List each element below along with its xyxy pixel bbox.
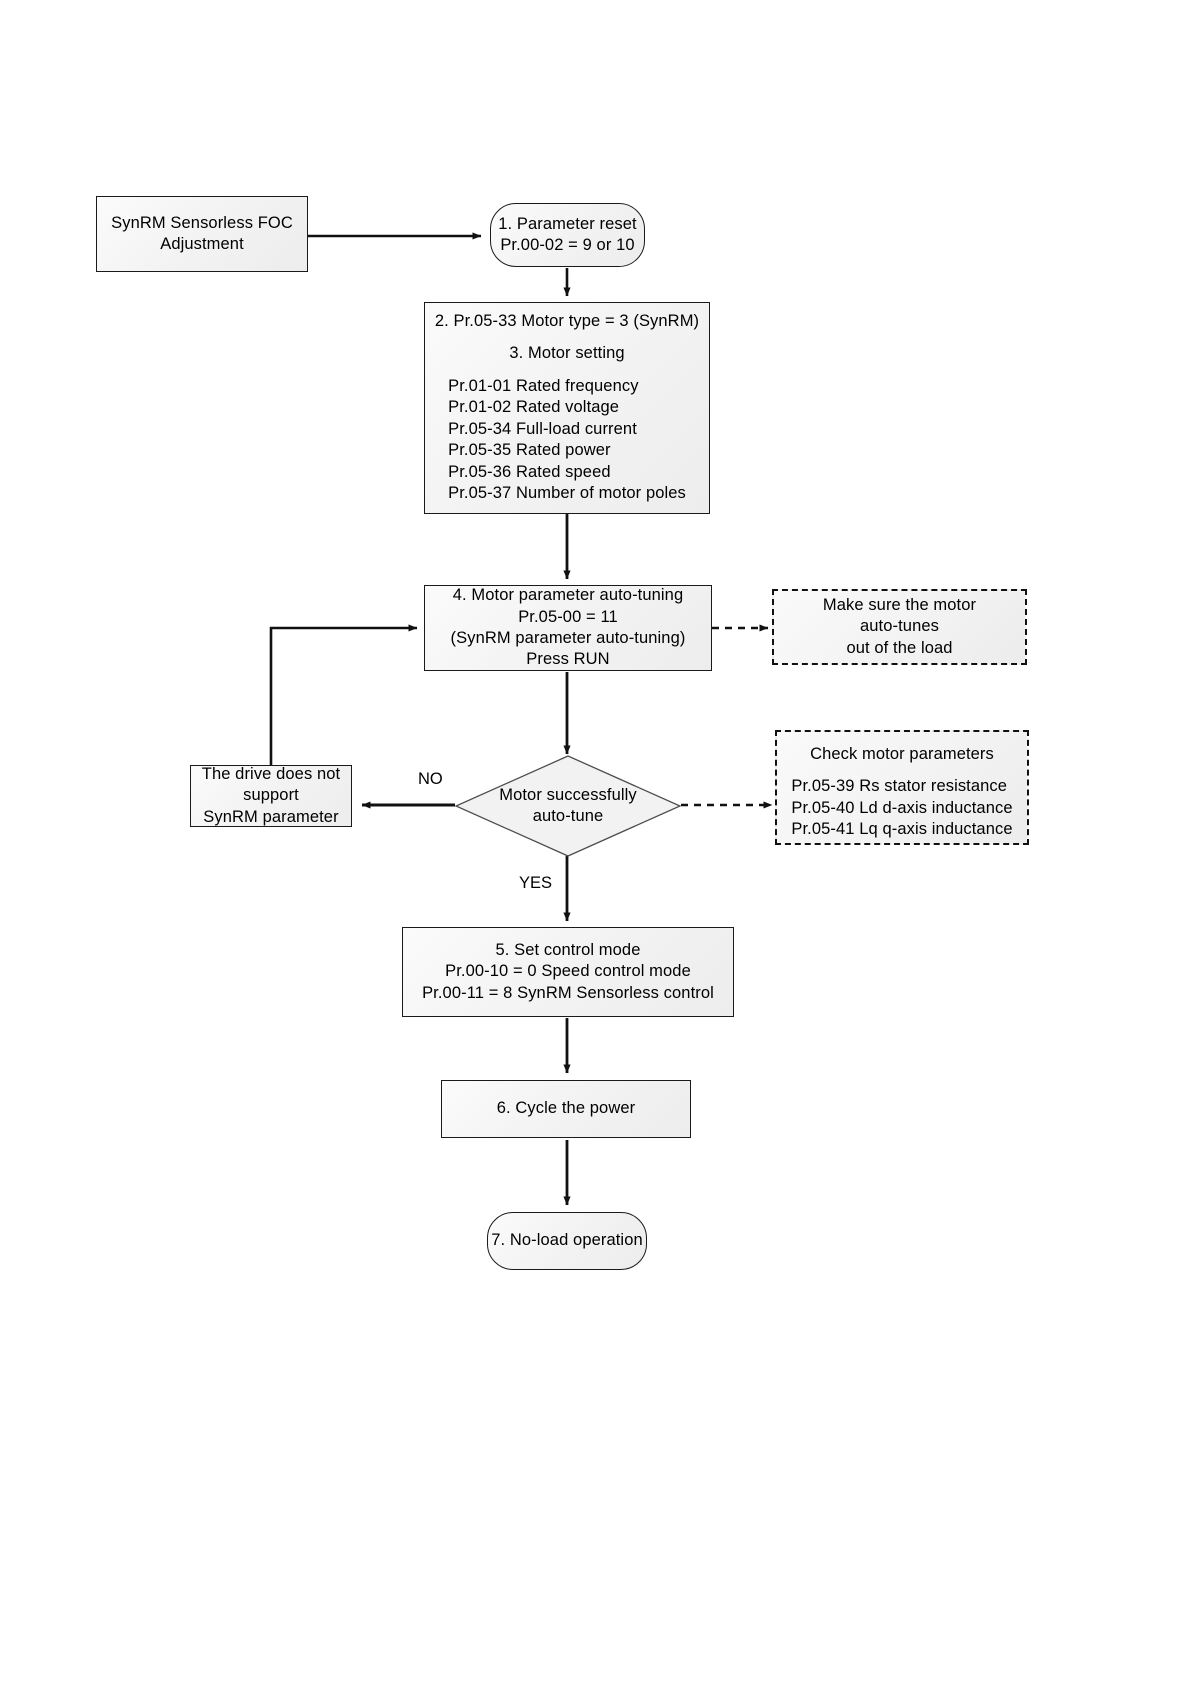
node-drive-not-support[interactable]: The drive does not support SynRM paramet…: [190, 765, 352, 827]
note-auto-tune-line-1: auto-tunes: [860, 617, 939, 636]
node-motor-setting-line-5: Pr.05-35 Rated power: [448, 441, 611, 460]
node-set-control-line-0: 5. Set control mode: [495, 940, 641, 959]
node-set-control-line-2: Pr.00-11 = 8 SynRM Sensorless control: [422, 983, 714, 1002]
node-motor-setting-line-1: 3. Motor setting: [509, 344, 625, 363]
motor-setting-parameter-list: Pr.01-01 Rated frequency Pr.01-02 Rated …: [448, 376, 686, 505]
note-auto-tune-line-0: Make sure the motor: [822, 595, 977, 614]
node-start-line-0: SynRM Sensorless FOC: [111, 213, 293, 232]
node-set-control-mode[interactable]: 5. Set control mode Pr.00-10 = 0 Speed c…: [402, 927, 734, 1017]
node-start-line-1: Adjustment: [160, 235, 244, 253]
node-parameter-reset-line-0: 1. Parameter reset: [498, 214, 637, 233]
node-start[interactable]: SynRM Sensorless FOC Adjustment: [96, 196, 308, 272]
edge-label-no: NO: [418, 770, 443, 788]
node-motor-setting-line-7: Pr.05-37 Number of motor poles: [448, 484, 686, 503]
check-params-line-3: Pr.05-41 Lq q-axis inductance: [791, 820, 1013, 839]
note-auto-tune-out-of-load: Make sure the motor auto-tunes out of th…: [772, 589, 1027, 665]
node-motor-setting[interactable]: 2. Pr.05-33 Motor type = 3 (SynRM) 3. Mo…: [424, 302, 710, 514]
node-set-control-line-1: Pr.00-10 = 0 Speed control mode: [445, 962, 691, 981]
node-parameter-reset[interactable]: 1. Parameter reset Pr.00-02 = 9 or 10: [490, 203, 645, 267]
node-auto-tuning-line-1: Pr.05-00 = 11: [518, 607, 618, 626]
edge-label-yes: YES: [519, 874, 553, 892]
node-no-load-operation[interactable]: 7. No-load operation: [487, 1212, 647, 1270]
node-decision-line-0: Motor successfully: [499, 785, 637, 804]
node-not-support-line-2: SynRM parameter: [203, 807, 339, 826]
check-params-line-2: Pr.05-40 Ld d-axis inductance: [791, 798, 1013, 817]
node-auto-tuning-line-2: (SynRM parameter auto-tuning): [450, 629, 686, 647]
node-no-load-line-0: 7. No-load operation: [491, 1231, 643, 1250]
node-motor-setting-line-3: Pr.01-02 Rated voltage: [448, 398, 620, 417]
node-cycle-power-line-0: 6. Cycle the power: [496, 1099, 636, 1118]
node-not-support-line-1: support: [243, 786, 299, 805]
node-cycle-power[interactable]: 6. Cycle the power: [441, 1080, 691, 1138]
node-not-support-line-0: The drive does not: [201, 764, 341, 783]
node-auto-tuning[interactable]: 4. Motor parameter auto-tuning Pr.05-00 …: [424, 585, 712, 671]
check-params-line-1: Pr.05-39 Rs stator resistance: [791, 777, 1008, 796]
note-auto-tune-line-2: out of the load: [846, 638, 953, 657]
node-parameter-reset-line-1: Pr.00-02 = 9 or 10: [500, 236, 635, 254]
note-check-motor-parameters: Check motor parameters Pr.05-39 Rs stato…: [775, 730, 1029, 845]
node-motor-setting-line-6: Pr.05-36 Rated speed: [448, 462, 611, 481]
node-decision-line-1: auto-tune: [532, 807, 604, 825]
node-auto-tuning-line-3: Press RUN: [526, 650, 610, 669]
node-motor-setting-line-2: Pr.01-01 Rated frequency: [448, 376, 639, 395]
node-motor-setting-line-4: Pr.05-34 Full-load current: [448, 419, 637, 438]
node-auto-tuning-line-0: 4. Motor parameter auto-tuning: [452, 586, 684, 605]
check-params-list: Pr.05-39 Rs stator resistance Pr.05-40 L…: [791, 776, 1012, 840]
node-decision-auto-tune[interactable]: Motor successfully auto-tune: [455, 755, 681, 857]
node-motor-setting-line-0: 2. Pr.05-33 Motor type = 3 (SynRM): [434, 312, 700, 330]
check-params-title: Check motor parameters: [810, 745, 994, 763]
